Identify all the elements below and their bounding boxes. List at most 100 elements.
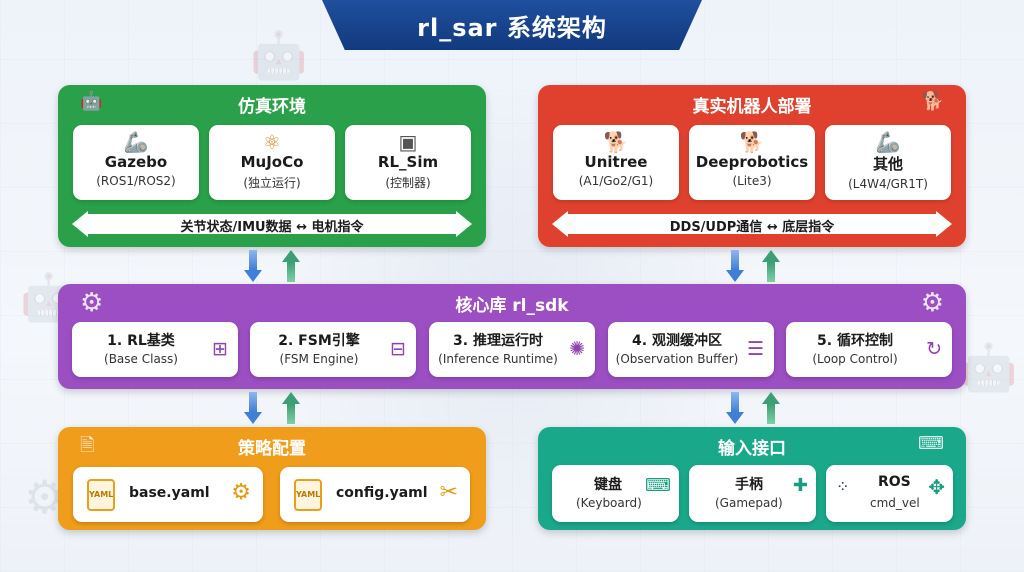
card-title: Deeprobotics	[695, 153, 809, 171]
input-panel-title: 输入接口	[718, 439, 786, 459]
card-sub: (A1/Go2/G1)	[578, 174, 654, 188]
real-card-other: 🦾 其他 (L4W4/GR1T)	[825, 125, 951, 200]
card-sub: (Keyboard)	[576, 496, 642, 510]
loop-icon: ↻	[926, 338, 942, 360]
gamepad-icon: ✚	[792, 475, 808, 496]
card-title: 1. RL基类	[107, 333, 175, 349]
card-title: config.yaml	[336, 485, 428, 501]
card-sub: cmd_vel	[870, 496, 920, 510]
sim-data-arrow: 关节状态/IMU数据 ↔ 电机指令	[72, 211, 472, 237]
keyboard-icon: ⌨	[645, 475, 671, 496]
gears-icon: ⚙	[80, 288, 104, 318]
arrow-head-left	[72, 211, 88, 237]
real-panel: 🐕 真实机器人部署 🐕 Unitree (A1/Go2/G1) 🐕 Deepro…	[538, 85, 966, 247]
buffer-icon: ☰	[746, 338, 764, 360]
config-file-icon: 🗎	[80, 435, 95, 456]
down-arrow	[726, 250, 744, 282]
core-card-loop: 5. 循环控制 (Loop Control) ↻	[786, 322, 952, 377]
core-panel-title: 核心库 rl_sdk	[455, 296, 569, 316]
policy-panel: 🗎 策略配置 YAML base.yaml ⚙ YAML config.yaml…	[58, 427, 486, 530]
input-panel: ⌨ 输入接口 键盘 (Keyboard) ⌨ 手柄 (Gamepad) ✚ ⁘ …	[538, 427, 966, 530]
card-title: Gazebo	[104, 153, 168, 171]
arrow-head-right	[456, 211, 472, 237]
sim-panel-title: 仿真环境	[238, 97, 306, 117]
core-card-inference: 3. 推理运行时 (Inference Runtime) ✺	[429, 322, 595, 377]
down-arrow	[726, 392, 744, 424]
policy-panel-title: 策略配置	[238, 439, 306, 459]
core-card-fsm: 2. FSM引擎 (FSM Engine) ⊟	[250, 322, 416, 377]
gears-icon: ⚙	[920, 288, 944, 318]
card-title: MuJoCo	[240, 153, 304, 171]
card-title: RL_Sim	[377, 153, 439, 171]
yaml-file-icon: YAML	[294, 479, 322, 511]
sim-panel: 🤖 仿真环境 🦾 Gazebo (ROS1/ROS2) ⚛ MuJoCo (独立…	[58, 85, 486, 247]
card-sub: (Base Class)	[104, 352, 178, 366]
card-sub: (独立运行)	[243, 176, 301, 190]
sim-card-gazebo: 🦾 Gazebo (ROS1/ROS2)	[73, 125, 199, 200]
robot-arm-icon: 🦾	[123, 130, 149, 154]
down-arrow	[244, 250, 262, 282]
tools-icon: ✂	[439, 480, 458, 505]
card-title: 5. 循环控制	[817, 333, 893, 349]
robot-icon: 🤖	[80, 91, 103, 112]
card-sub: (ROS1/ROS2)	[96, 174, 176, 188]
up-arrow	[762, 392, 780, 424]
up-arrow	[762, 250, 780, 282]
card-sub: (Gamepad)	[715, 496, 783, 510]
core-card-base-class: 1. RL基类 (Base Class) ⊞	[72, 322, 238, 377]
input-card-ros: ⁘ ROS cmd_vel ✥	[826, 465, 953, 522]
quadruped-icon: 🐕	[603, 130, 629, 154]
hierarchy-icon: ⊞	[212, 338, 228, 360]
card-title: Unitree	[584, 153, 648, 171]
dots-grid-icon: ⁘	[836, 477, 849, 496]
robot-icon: 🤖	[250, 28, 308, 82]
up-arrow	[282, 250, 300, 282]
real-data-arrow: DDS/UDP通信 ↔ 底层指令	[552, 211, 952, 237]
card-title: 手柄	[735, 477, 763, 493]
sim-card-mujoco: ⚛ MuJoCo (独立运行)	[209, 125, 335, 200]
sim-arrow-label: 关节状态/IMU数据 ↔ 电机指令	[180, 220, 364, 235]
card-title: 2. FSM引擎	[278, 333, 360, 349]
card-sub: (Observation Buffer)	[615, 352, 739, 366]
card-title: ROS	[878, 474, 911, 490]
card-sub: (Inference Runtime)	[438, 352, 558, 366]
card-title: 键盘	[594, 477, 622, 493]
robot-icon: 🤖	[960, 340, 1018, 394]
card-sub: (Loop Control)	[812, 352, 898, 366]
real-panel-title: 真实机器人部署	[692, 97, 812, 117]
arrow-head-right	[936, 211, 952, 237]
arrow-head-left	[552, 211, 568, 237]
policy-card-config: YAML config.yaml ✂	[280, 467, 470, 522]
card-sub: (控制器)	[385, 176, 431, 190]
robot-dog-icon: 🐕	[921, 91, 944, 112]
card-title: 3. 推理运行时	[453, 333, 543, 349]
input-card-gamepad: 手柄 (Gamepad) ✚	[689, 465, 816, 522]
up-arrow	[282, 392, 300, 424]
chip-icon: ▣	[398, 130, 418, 154]
arrow-bar	[566, 214, 938, 234]
card-sub: (FSM Engine)	[279, 352, 359, 366]
brain-icon: ✺	[569, 338, 585, 360]
industrial-arm-icon: 🦾	[875, 130, 901, 154]
card-sub: (Lite3)	[732, 174, 772, 188]
core-card-observation: 4. 观测缓冲区 (Observation Buffer) ☰	[608, 322, 774, 377]
sim-card-rlsim: ▣ RL_Sim (控制器)	[345, 125, 471, 200]
real-card-deeprobotics: 🐕 Deeprobotics (Lite3)	[689, 125, 815, 200]
real-card-unitree: 🐕 Unitree (A1/Go2/G1)	[553, 125, 679, 200]
card-sub: (L4W4/GR1T)	[848, 177, 928, 191]
card-title: 4. 观测缓冲区	[632, 333, 722, 349]
gear-icon: ⚙	[231, 480, 251, 505]
flowchart-icon: ⊟	[390, 338, 406, 360]
input-card-keyboard: 键盘 (Keyboard) ⌨	[552, 465, 679, 522]
arrow-bar	[86, 214, 458, 234]
yaml-file-icon: YAML	[87, 479, 115, 511]
card-title: base.yaml	[129, 485, 210, 501]
down-arrow	[244, 392, 262, 424]
molecule-icon: ⚛	[263, 130, 281, 154]
page-title: rl_sar 系统架构	[417, 13, 607, 42]
gamepad-keyboard-icon: ⌨	[918, 433, 944, 454]
move-arrows-icon: ✥	[928, 475, 945, 499]
card-title: 其他	[872, 155, 903, 173]
quadruped-icon: 🐕	[739, 130, 765, 154]
real-arrow-label: DDS/UDP通信 ↔ 底层指令	[669, 220, 835, 235]
